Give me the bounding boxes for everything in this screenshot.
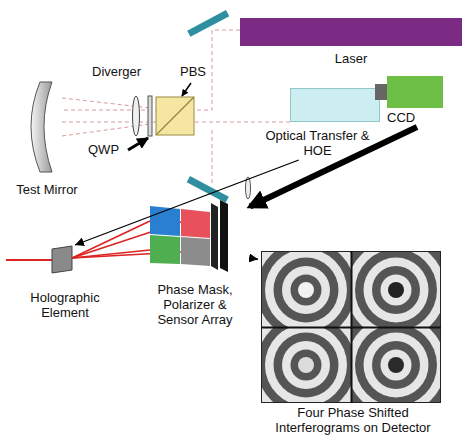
interferogram-image: [240, 224, 463, 432]
holographic-element: [52, 246, 72, 273]
component-label: Test Mirror: [16, 182, 78, 197]
sensor-stack: [150, 200, 228, 272]
node-label: Four Phase Shifted Interferograms on Det…: [258, 405, 448, 435]
camera-body: [387, 76, 443, 108]
camera-lens: [375, 84, 387, 100]
leader-line: [182, 83, 191, 96]
holographic-element: Holographic Element: [15, 245, 115, 322]
node-label: Optical Transfer & HOE: [255, 128, 380, 158]
component-label: QWP: [88, 142, 126, 157]
leader-line: [128, 138, 148, 150]
component-label: PBS: [180, 64, 210, 79]
qwp-plate: [148, 96, 152, 136]
node-label: Holographic Element: [15, 290, 115, 320]
beam-path: [62, 30, 380, 186]
test-mirror: [31, 82, 52, 172]
pbs-diagonal: [156, 97, 194, 135]
interferogram-display: Four Phase Shifted Interferograms on Det…: [258, 250, 448, 437]
pbs-cube: [156, 97, 194, 135]
input-beam: [6, 259, 54, 261]
signal-arrow: [250, 127, 417, 206]
sensor-array: Phase Mask, Polarizer & Sensor Array: [140, 200, 250, 329]
diverger-lens: [133, 96, 140, 136]
ccd-camera: CCD: [375, 76, 445, 127]
node-label: Phase Mask, Polarizer & Sensor Array: [150, 282, 240, 327]
relay-optics-box: [290, 88, 380, 122]
node-label: CCD: [387, 110, 443, 125]
laser-body: [240, 18, 462, 46]
component-label: Diverger: [92, 64, 154, 79]
optical-transfer-box: Optical Transfer & HOE: [255, 88, 380, 160]
laser-source: Laser: [240, 14, 462, 68]
signal-arrow: [250, 258, 258, 259]
node-label: Laser: [240, 51, 462, 66]
signal-arrow: [75, 160, 299, 245]
fold-mirror: [187, 10, 229, 37]
